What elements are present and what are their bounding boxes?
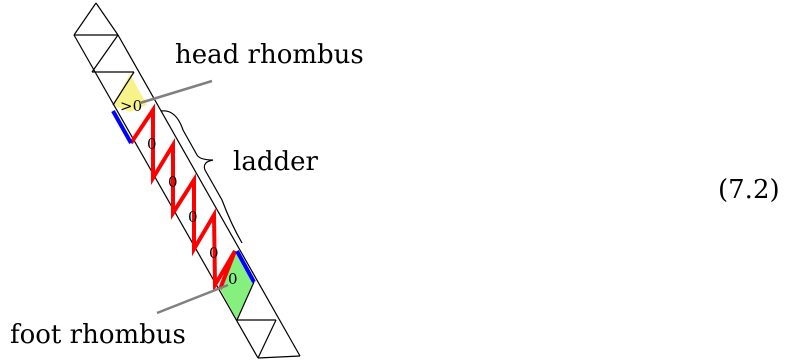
ladder-rung-mark-3: 0 [188,208,198,226]
ladder-rung-mark-5: 0 [228,270,238,288]
ladder-rung-mark-4: 0 [209,244,219,262]
head-rung-mark: >0 [120,97,142,115]
ladder-label: ladder [233,147,318,177]
foot-rhombus-label: foot rhombus [10,320,186,350]
equation-number: (7.2) [718,175,780,205]
upper-triangulation [74,34,135,106]
head-leader-line [139,79,213,105]
head-rhombus-label: head rhombus [175,40,364,70]
foot-leader-line [156,283,229,315]
ladder-rung-mark-2: 0 [168,173,178,191]
strip-outline [73,2,301,359]
foot-boundary-edge [235,250,256,283]
ladder-path [129,103,237,293]
ladder-brace [160,110,243,244]
head-boundary-edge [111,110,133,144]
lower-triangulation [236,281,277,359]
head-rhombus [113,74,147,112]
ladder-rung-mark-1: 0 [147,135,157,153]
